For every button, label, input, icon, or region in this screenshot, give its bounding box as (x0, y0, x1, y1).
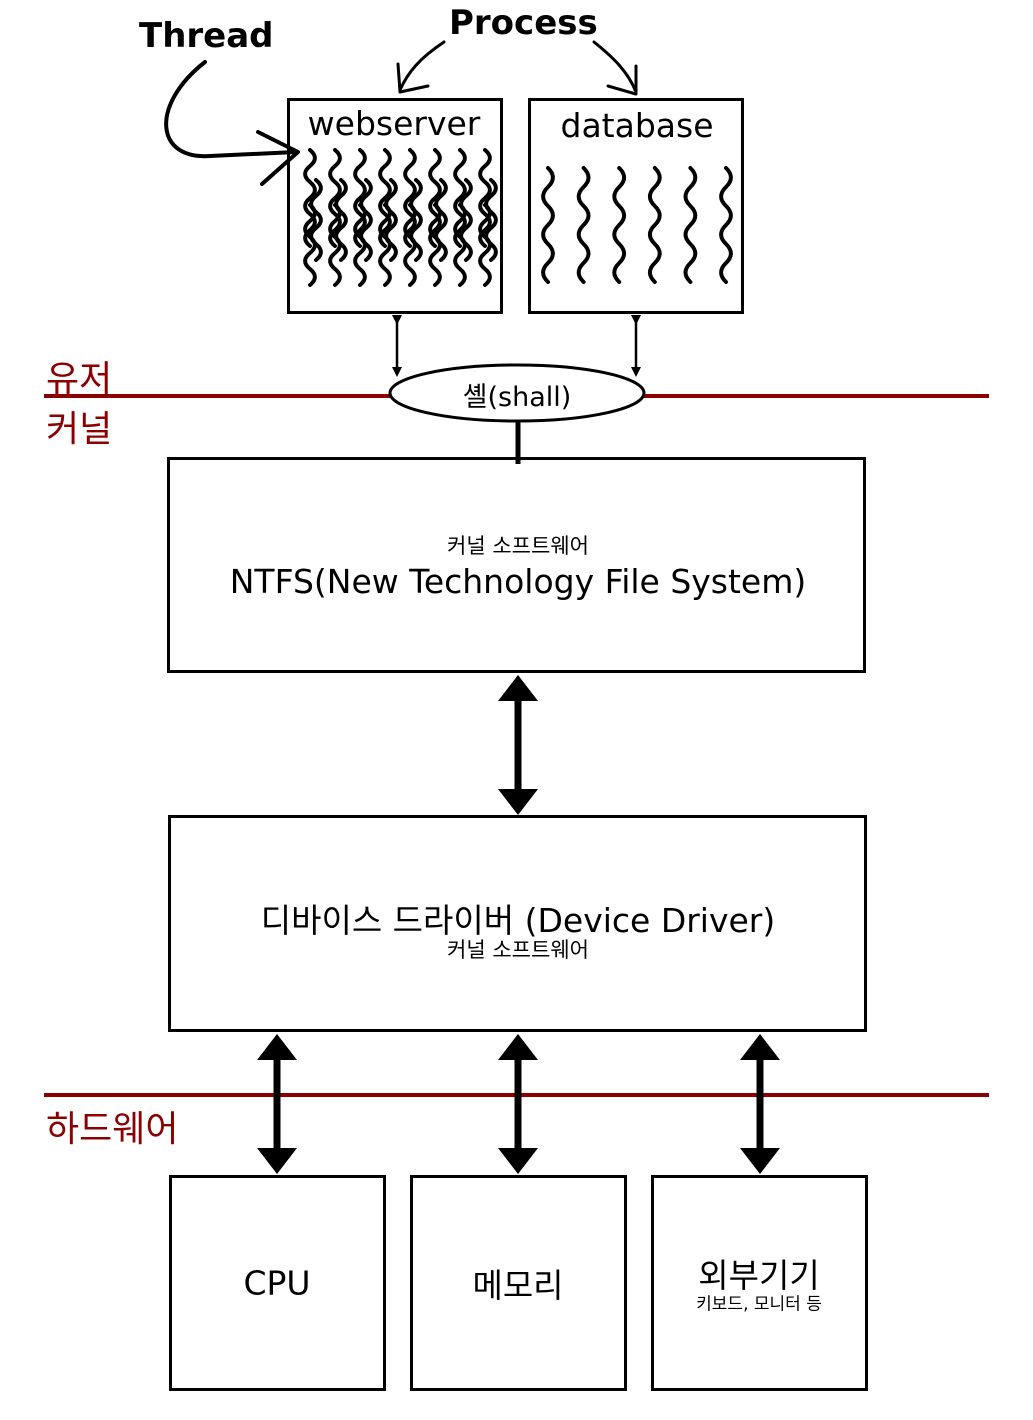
thread-squiggle (403, 203, 417, 287)
thread-squiggle (719, 166, 733, 284)
thread-squiggle (353, 148, 367, 248)
ntfs-driver-arrow (498, 675, 538, 815)
ntfs-caption: 커널 소프트웨어 (447, 534, 589, 558)
external-device-caption: 키보드, 모니터 등 (696, 1294, 822, 1315)
thread-squiggle (303, 203, 317, 287)
webserver-label: webserver (307, 104, 481, 143)
thread-squiggle (459, 178, 473, 262)
thread-squiggle (683, 166, 698, 284)
external-device-label: 외부기기 (698, 1256, 820, 1295)
database-label: database (560, 106, 714, 145)
process-arrow-left (398, 40, 446, 92)
process-arrow-right (592, 40, 638, 94)
ntfs-title: NTFS(New Technology File System) (229, 562, 807, 601)
thread-squiggle (353, 203, 367, 287)
thread-arrow (164, 60, 298, 159)
memory-box (410, 1175, 627, 1391)
device-driver-box (168, 815, 867, 1032)
thread-squiggle (409, 178, 423, 262)
thread-squiggle (309, 178, 323, 262)
thread-squiggle (428, 148, 442, 248)
process-arrow-right-head (606, 64, 638, 96)
external-device-box (651, 1175, 868, 1391)
thread-squiggle (334, 178, 348, 262)
thread-squiggle (378, 148, 392, 248)
thread-squiggle (328, 148, 342, 248)
thread-squiggle (484, 178, 498, 262)
thread-squiggle (478, 148, 492, 248)
driver-memory-arrow (498, 1034, 538, 1174)
webserver-process-box (287, 98, 503, 314)
thread-squiggle (303, 148, 317, 248)
thread-squiggle (647, 166, 662, 284)
process-label: Process (449, 3, 598, 43)
database-process-box (528, 98, 744, 314)
thread-squiggle (612, 166, 627, 284)
thread-squiggle (541, 166, 555, 284)
device-driver-title: 디바이스 드라이버 (Device Driver) (260, 901, 776, 940)
layer-kernel-label: 커널 (46, 409, 113, 450)
thread-squiggle (478, 203, 492, 287)
thread-squiggle (453, 148, 467, 248)
thread-arrow-head (256, 130, 300, 186)
thread-label: Thread (139, 16, 274, 56)
thread-squiggles (303, 148, 733, 287)
thread-squiggle (403, 148, 417, 248)
ntfs-box (167, 457, 866, 673)
thread-squiggle (434, 178, 448, 262)
cpu-label: CPU (243, 1263, 311, 1303)
shell-label: 셸(shall) (462, 382, 572, 413)
device-driver-caption: 커널 소프트웨어 (447, 938, 589, 962)
thread-squiggle (428, 203, 442, 287)
layer-hardware-label: 하드웨어 (46, 1109, 179, 1150)
process-arrow-left-head (396, 62, 430, 94)
thread-squiggle (359, 178, 373, 262)
driver-cpu-arrow (257, 1034, 297, 1174)
thread-squiggle (384, 178, 398, 262)
thread-squiggle (328, 203, 342, 287)
thread-squiggle (378, 203, 392, 287)
memory-label: 메모리 (472, 1266, 564, 1305)
driver-external-arrow (740, 1034, 780, 1174)
thread-squiggle (453, 203, 467, 287)
layer-user-label: 유저 (46, 359, 113, 400)
thread-squiggle (576, 166, 591, 284)
cpu-box (169, 1175, 386, 1391)
